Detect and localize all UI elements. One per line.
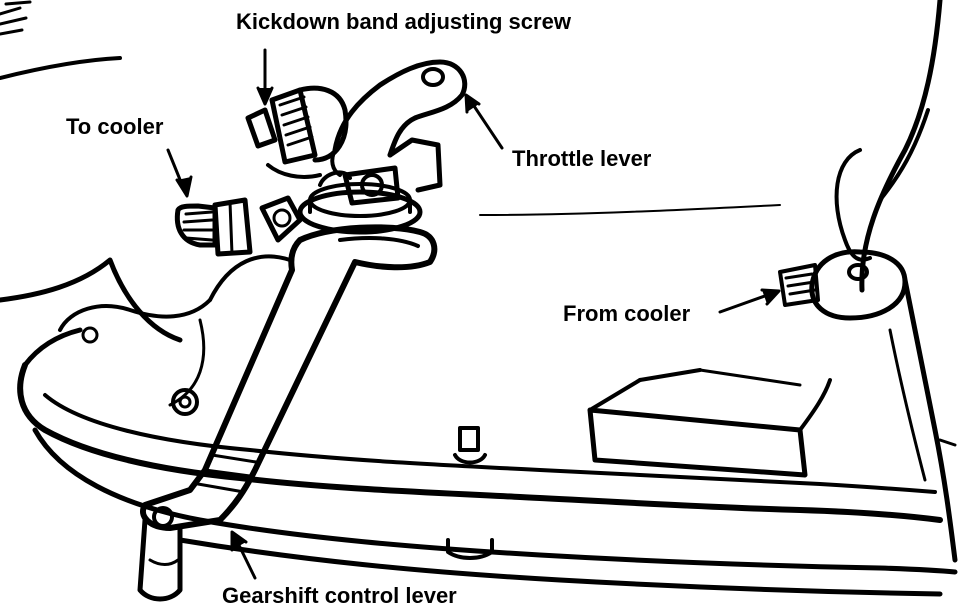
case-left-wall: [0, 257, 183, 343]
right-edge-mark: [938, 438, 957, 447]
pan-flange-lower: [32, 427, 958, 575]
upper-left-housing-edge: [0, 56, 122, 80]
case-left-boss: [58, 298, 212, 332]
pan-outer-edge: [17, 362, 943, 523]
pan-center-pin: [453, 426, 487, 465]
lever-pivot-stack: [297, 165, 423, 235]
kickdown-screw-assembly: [245, 85, 349, 179]
pan-inner-edge: [43, 393, 937, 494]
leader-from-cooler: [718, 288, 781, 314]
label-kickdown-band-adjusting-screw: Kickdown band adjusting screw: [236, 9, 571, 34]
right-housing-lower-inner: [888, 328, 927, 482]
pan-bottom-edge: [177, 537, 943, 597]
label-from-cooler: From cooler: [563, 301, 691, 326]
right-housing-inner: [878, 108, 930, 202]
case-center-contour: [208, 254, 292, 302]
to-cooler-fitting: [174, 197, 253, 257]
pan-left-curve: [22, 327, 83, 368]
case-seam-curve: [479, 204, 781, 216]
case-bolt: [171, 388, 199, 416]
right-housing-edge: [859, 0, 943, 293]
leader-to-cooler: [166, 148, 193, 198]
case-mid-line: [168, 318, 206, 407]
pan-rectangular-boss: [587, 368, 832, 478]
boss-hole: [81, 326, 99, 344]
right-housing-lower: [902, 277, 958, 563]
leader-gearshift: [230, 530, 257, 580]
corner-hatch: [0, 0, 32, 36]
throttle-lever-shape: [330, 59, 468, 193]
leader-kickdown: [256, 48, 274, 106]
pan-drain-bolt: [446, 538, 494, 560]
label-gearshift-control-lever: Gearshift control lever: [222, 583, 457, 608]
throttle-shaft-nut: [259, 195, 303, 243]
leader-throttle: [464, 93, 504, 150]
from-cooler-fitting: [778, 249, 908, 321]
case-bolt-center: [178, 395, 192, 409]
label-throttle-lever: Throttle lever: [512, 146, 652, 171]
right-rib: [834, 148, 872, 262]
label-to-cooler: To cooler: [66, 114, 164, 139]
gearshift-lever-shape: [137, 224, 438, 602]
